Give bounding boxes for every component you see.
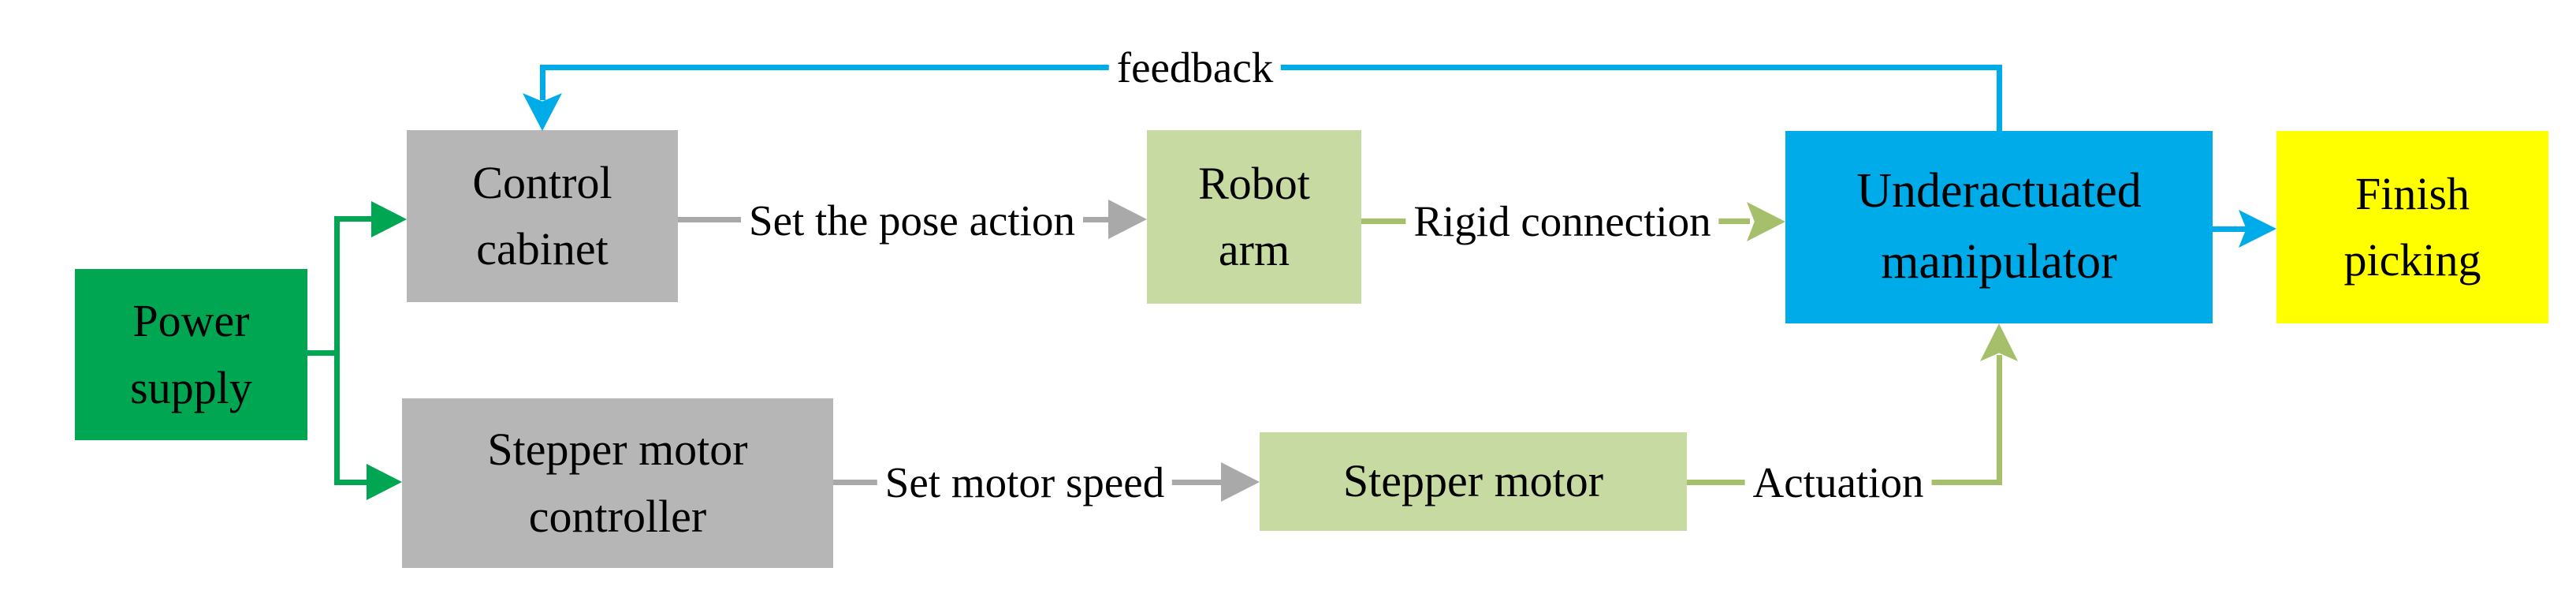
power-supply-trunk-line xyxy=(334,216,340,485)
set-pose-label: Set the pose action xyxy=(741,196,1083,245)
power-to-cabinet-arrowhead-icon xyxy=(371,201,407,237)
node-stepper-motor: Stepper motor xyxy=(1260,432,1687,531)
node-finish-picking: Finish picking xyxy=(2276,131,2548,323)
feedback-riser-line xyxy=(1997,65,2002,133)
actuation-label: Actuation xyxy=(1744,458,1932,507)
rigid-connection-label: Rigid connection xyxy=(1405,197,1719,246)
power-to-controller-arrowhead-icon xyxy=(367,464,402,500)
to-finish-line xyxy=(2213,226,2248,232)
feedback-drop-line xyxy=(540,65,545,100)
power-supply-stub-line xyxy=(307,350,339,356)
set-motor-speed-label: Set motor speed xyxy=(877,458,1173,507)
set-pose-arrowhead-icon xyxy=(1108,200,1147,239)
set-motor-speed-arrowhead-icon xyxy=(1221,462,1260,502)
power-to-cabinet-line xyxy=(334,216,371,222)
node-power-supply: Power supply xyxy=(75,269,307,440)
power-to-controller-line xyxy=(334,480,367,485)
node-robot-arm: Robot arm xyxy=(1147,130,1361,304)
actuation-riser-line xyxy=(1997,355,2002,485)
rigid-connection-arrowhead-icon xyxy=(1747,202,1785,241)
feedback-label: feedback xyxy=(1108,43,1282,92)
node-control-cabinet: Control cabinet xyxy=(407,130,678,302)
node-stepper-motor-controller: Stepper motor controller xyxy=(402,398,833,568)
node-underactuated-manipulator: Underactuated manipulator xyxy=(1785,131,2213,323)
